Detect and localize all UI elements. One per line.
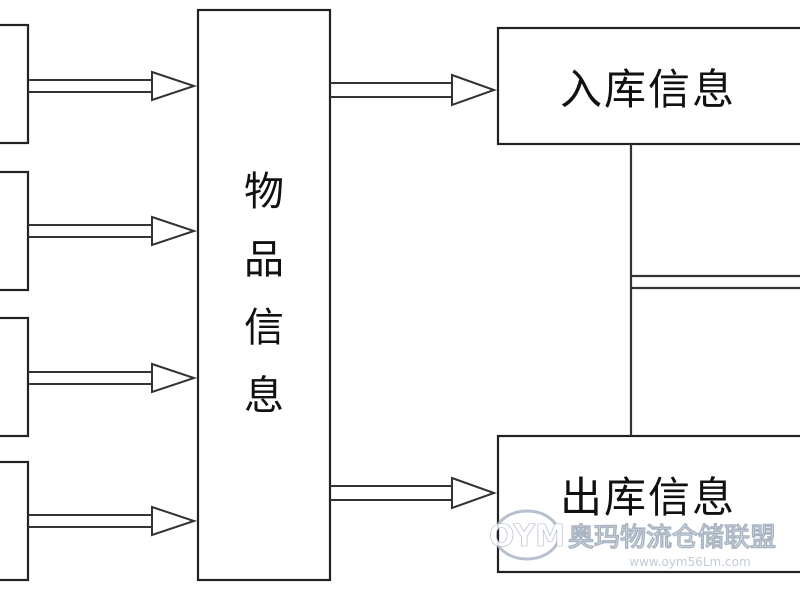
item-info-box: 物品信息 xyxy=(196,8,332,582)
arrow-left-3 xyxy=(28,362,198,394)
right-edge-connector xyxy=(631,274,800,290)
inbound-info-label: 入库信息 xyxy=(560,65,736,114)
inbound-info-box: 入库信息 xyxy=(496,26,800,146)
outbound-info-label: 出库信息 xyxy=(560,473,736,522)
left-source-box-2 xyxy=(0,170,30,292)
left-source-box-4 xyxy=(0,460,30,582)
arrow-left-4 xyxy=(28,505,198,537)
watermark-url: www.oym56Lm.com xyxy=(629,555,750,569)
arrow-left-2 xyxy=(28,215,198,247)
arrow-left-1 xyxy=(28,70,198,102)
item-info-label: 物品信息 xyxy=(244,169,284,419)
left-source-box-3 xyxy=(0,316,30,438)
left-source-box-1 xyxy=(0,23,30,145)
outbound-info-box: 出库信息 xyxy=(496,434,800,574)
watermark: OYM 奥玛物流仓储联盟 www.oym56Lm.com xyxy=(489,509,776,569)
watermark-logo-letters: OYM xyxy=(489,519,565,554)
arrow-to-inbound xyxy=(330,73,497,107)
arrow-to-outbound xyxy=(330,476,497,510)
watermark-logo-icon xyxy=(493,509,561,561)
watermark-brand-text: 奥玛物流仓储联盟 xyxy=(568,522,776,553)
